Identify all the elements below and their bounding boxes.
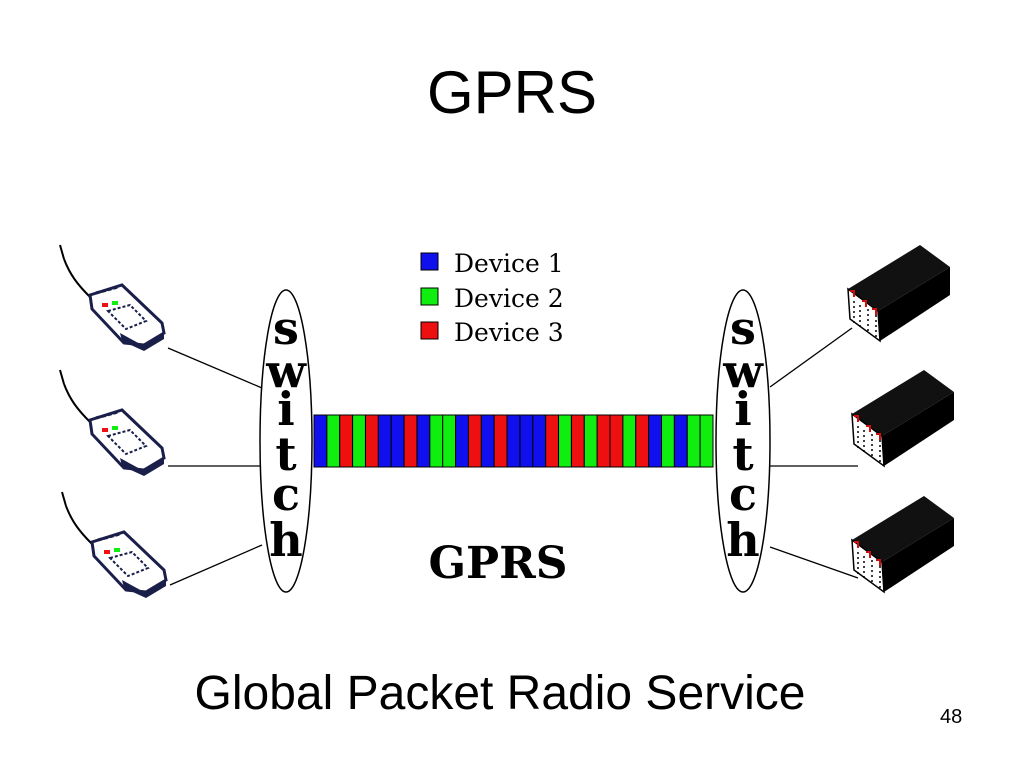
legend-label-device-3: Device 3 xyxy=(454,318,564,347)
server-device-icon xyxy=(851,495,955,593)
packet-device-3 xyxy=(635,414,650,468)
server-device-icon xyxy=(847,244,951,342)
packet-device-2 xyxy=(352,414,366,468)
packet-device-3 xyxy=(545,414,560,468)
switch-letter: s xyxy=(730,301,756,355)
packet-device-1 xyxy=(455,414,469,468)
slide-subtitle: Global Packet Radio Service xyxy=(194,667,806,720)
packet-device-2 xyxy=(686,414,701,468)
slide-title: GPRS xyxy=(426,59,598,126)
packet-device-2 xyxy=(699,414,714,468)
server-links xyxy=(769,327,859,579)
packet-device-1 xyxy=(519,414,534,468)
legend-swatch-device-3 xyxy=(420,321,439,340)
packet-device-1 xyxy=(313,414,328,468)
packet-pipe xyxy=(313,414,714,468)
page-number: 48 xyxy=(940,706,963,728)
packet-device-3 xyxy=(339,414,354,468)
legend-swatch-device-2 xyxy=(420,287,439,306)
packet-device-1 xyxy=(648,414,663,468)
packet-device-2 xyxy=(429,414,444,468)
legend-label-device-1: Device 1 xyxy=(454,249,564,278)
mobile-phone-icon xyxy=(58,368,166,478)
packet-device-3 xyxy=(403,414,418,468)
switch-letter: h xyxy=(726,513,759,567)
mobile-phone-icon xyxy=(60,490,168,600)
switch-right-ellipse xyxy=(715,289,771,593)
legend-swatch-device-1 xyxy=(420,252,439,271)
packet-device-3 xyxy=(364,414,379,468)
switch-letter: t xyxy=(275,427,297,481)
switch-letter: c xyxy=(729,467,757,521)
link-phone-1 xyxy=(167,347,263,389)
switch-letter: i xyxy=(734,382,751,436)
packet-device-1 xyxy=(390,414,405,468)
packet-device-2 xyxy=(622,414,637,468)
switch-letter: t xyxy=(732,427,754,481)
packet-device-2 xyxy=(326,414,341,468)
server-device-icon xyxy=(851,369,955,467)
link-server-1 xyxy=(769,327,853,388)
phone-links xyxy=(167,347,263,586)
switch-letter: c xyxy=(272,467,300,521)
packet-device-1 xyxy=(673,414,688,468)
packet-device-3 xyxy=(596,414,611,468)
packet-device-2 xyxy=(442,414,457,468)
pipe-label: GPRS xyxy=(428,538,567,589)
packet-device-3 xyxy=(493,414,508,468)
switch-letter: s xyxy=(273,301,299,355)
packet-device-1 xyxy=(480,414,495,468)
switch-letter: w xyxy=(265,344,307,398)
packet-device-1 xyxy=(506,414,521,468)
packet-device-1 xyxy=(377,414,392,468)
packet-device-2 xyxy=(583,414,598,468)
mobile-phone-icon xyxy=(58,243,166,353)
link-phone-3 xyxy=(169,544,263,586)
packet-device-1 xyxy=(532,414,547,468)
legend: Device 1 Device 2 Device 3 xyxy=(420,249,564,347)
legend-label-device-2: Device 2 xyxy=(454,284,564,313)
switch-letter: i xyxy=(277,382,294,436)
packet-device-1 xyxy=(416,414,431,468)
packet-device-3 xyxy=(467,414,482,468)
packet-device-3 xyxy=(609,414,624,468)
packet-device-2 xyxy=(661,414,675,468)
link-server-3 xyxy=(769,546,859,579)
switch-letter: w xyxy=(722,344,764,398)
packet-device-3 xyxy=(570,414,585,468)
switch-left-ellipse xyxy=(259,289,313,593)
switch-letter: h xyxy=(269,513,302,567)
packet-device-2 xyxy=(558,414,572,468)
